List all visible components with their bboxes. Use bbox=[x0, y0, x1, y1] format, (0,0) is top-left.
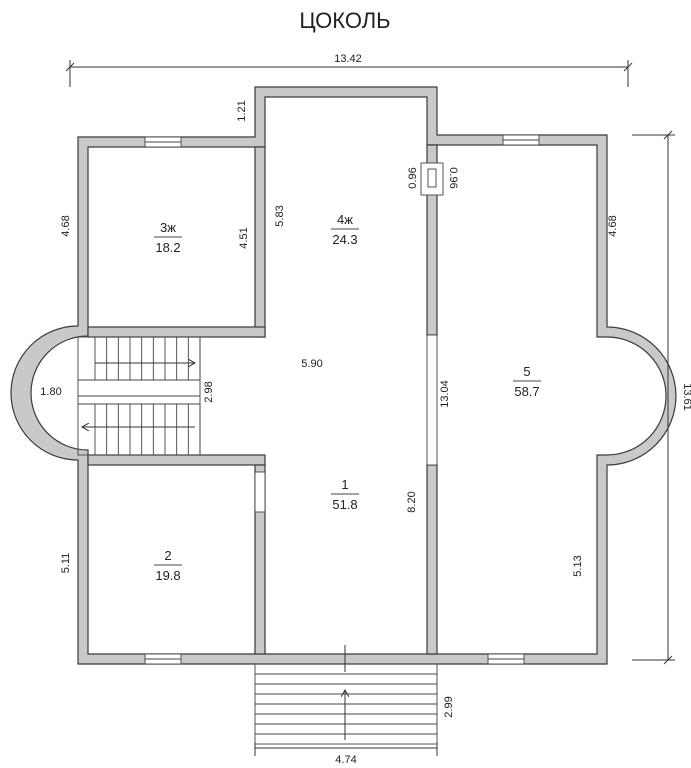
room-area: 18.2 bbox=[155, 240, 180, 255]
door-room2 bbox=[254, 471, 266, 513]
room-label-4: 4ж 24.3 bbox=[331, 212, 359, 247]
room-area: 51.8 bbox=[332, 497, 357, 512]
dim-top-step: 1.21 bbox=[236, 100, 248, 121]
dim-room3-height: 4.51 bbox=[238, 227, 250, 248]
room-label-1: 1 51.8 bbox=[331, 477, 359, 512]
room-number: 4ж bbox=[337, 212, 353, 227]
wall-room3-bottom bbox=[87, 326, 266, 338]
dim-left-upper: 4.68 bbox=[60, 215, 72, 236]
wall-room3-right bbox=[254, 146, 266, 338]
dim-hall-width: 5.90 bbox=[301, 358, 322, 370]
outer-wall bbox=[10, 86, 677, 665]
plan-title: ЦОКОЛЬ bbox=[299, 8, 390, 33]
dim-room4-height: 5.83 bbox=[274, 205, 286, 226]
dim-bay-left: 1.80 bbox=[40, 386, 61, 398]
room-label-3: 3ж 18.2 bbox=[154, 220, 182, 255]
room-number: 3ж bbox=[160, 220, 176, 235]
dim-vent-right: 0.96 bbox=[447, 167, 459, 188]
dim-room5-height: 13.04 bbox=[439, 380, 451, 408]
dim-porch-width: 4.74 bbox=[335, 754, 356, 766]
dim-stair-height: 2.98 bbox=[203, 381, 215, 402]
dim-right-upper: 4.68 bbox=[607, 215, 619, 236]
room-area: 24.3 bbox=[332, 232, 357, 247]
dim-overall-height: 13.61 bbox=[681, 383, 691, 411]
room-number: 5 bbox=[523, 364, 530, 379]
wall-room2-right bbox=[254, 464, 266, 655]
dim-overall-width: 13.42 bbox=[334, 53, 362, 65]
staircase bbox=[77, 336, 201, 456]
porch-steps bbox=[254, 663, 438, 745]
dim-vent-left: 0.96 bbox=[407, 167, 419, 188]
room-label-2: 2 19.8 bbox=[154, 548, 182, 583]
room-area: 58.7 bbox=[514, 384, 539, 399]
dim-right-lower: 5.13 bbox=[572, 555, 584, 576]
room-number: 1 bbox=[341, 477, 348, 492]
wall-room5-left-lower bbox=[426, 464, 438, 655]
dim-left-lower: 5.11 bbox=[60, 553, 72, 574]
wall-room2-top bbox=[87, 454, 266, 466]
opening-room5 bbox=[426, 334, 438, 466]
dim-porch-depth: 2.99 bbox=[443, 696, 455, 717]
room-number: 2 bbox=[164, 548, 171, 563]
room-label-5: 5 58.7 bbox=[513, 364, 541, 399]
dim-hall-height: 8.20 bbox=[406, 491, 418, 512]
room-area: 19.8 bbox=[155, 568, 180, 583]
vent-shaft-inner bbox=[427, 168, 437, 188]
